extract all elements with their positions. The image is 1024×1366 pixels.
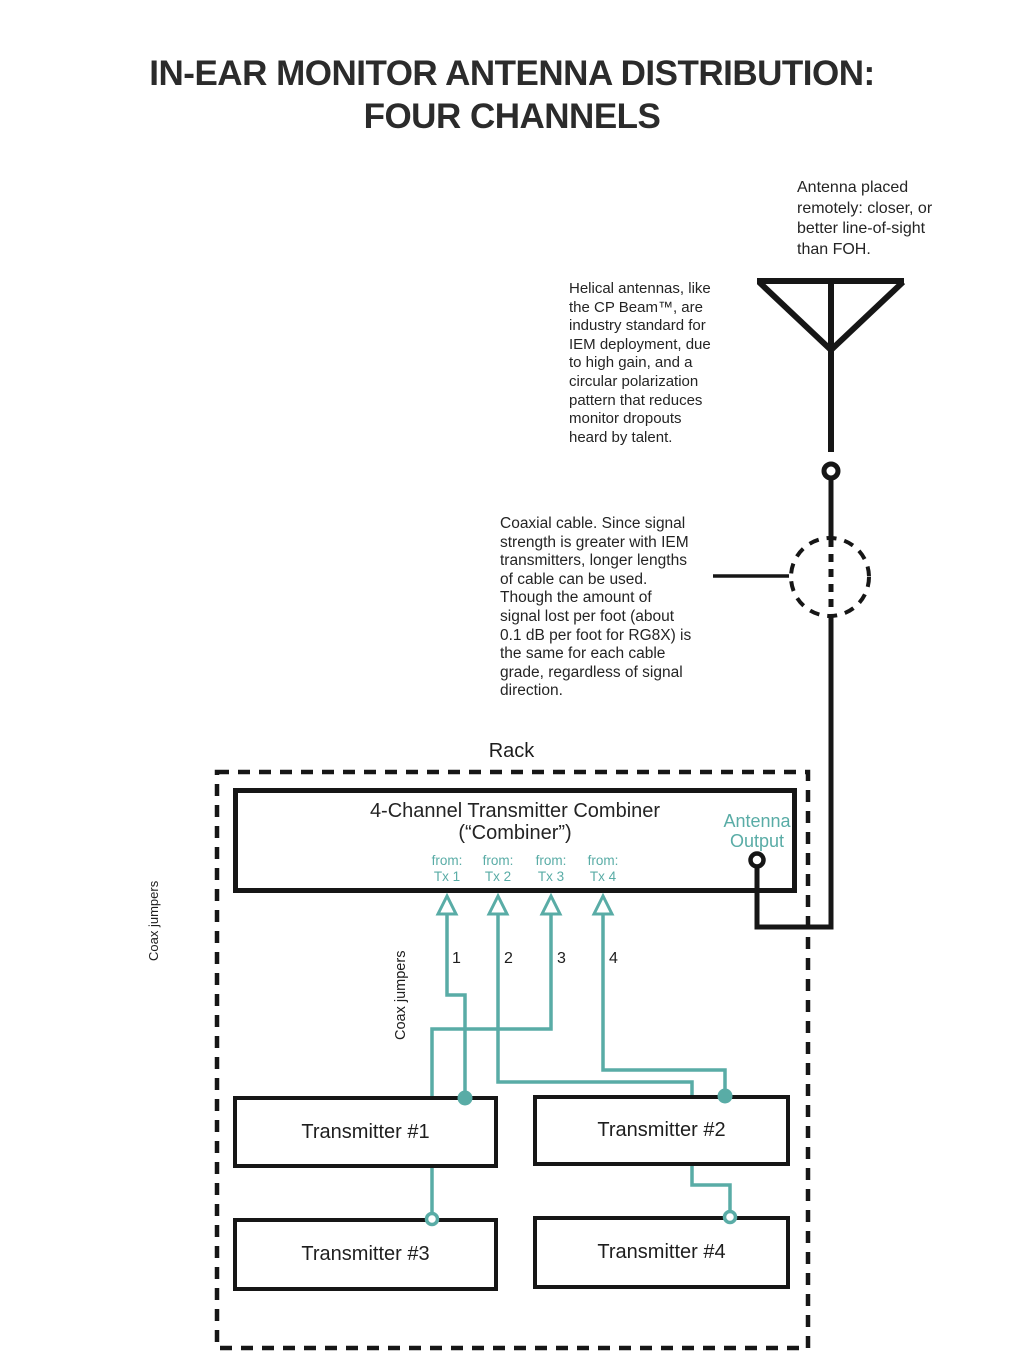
transmitter-1-box: Transmitter #1 xyxy=(233,1096,498,1168)
combiner-title-line1: 4-Channel Transmitter Combiner xyxy=(369,800,661,822)
antenna-right-diagonal xyxy=(828,279,906,353)
input-4-tx: Tx 4 xyxy=(589,868,617,884)
combiner-title-line2: (“Combiner”) xyxy=(458,822,572,844)
combiner-input-label-tx4: from:Tx 4 xyxy=(575,853,631,884)
coax-cable-note: Coaxial cable. Since signal strength is … xyxy=(500,515,692,700)
combiner-input-label-tx2: from:Tx 2 xyxy=(470,853,526,884)
rack-label: Rack xyxy=(488,740,535,762)
coax-callout-circle xyxy=(789,536,871,618)
antenna-output-label: Antenna Output xyxy=(723,811,791,851)
coax-jumpers-label-inner: Coax jumpers xyxy=(393,950,409,1040)
jumper-line-1 xyxy=(445,913,467,1096)
transmitter-1-label: Transmitter #1 xyxy=(301,1120,430,1143)
page-title: IN-EAR MONITOR ANTENNA DISTRIBUTION: FOU… xyxy=(60,52,964,138)
helical-antenna-note: Helical antennas, like the CP Beam™, are… xyxy=(569,280,711,446)
jumper-line-4 xyxy=(601,913,727,1095)
arrowhead-icon-3 xyxy=(539,892,563,916)
jumper-number-1: 1 xyxy=(452,950,461,967)
jumper-number-3: 3 xyxy=(557,950,566,967)
cable-connector-icon xyxy=(821,461,841,481)
input-2-tx: Tx 2 xyxy=(484,868,512,884)
page-title-line1: IN-EAR MONITOR ANTENNA DISTRIBUTION: xyxy=(149,54,875,93)
input-1-from: from: xyxy=(431,853,463,868)
antenna-icon xyxy=(756,278,906,452)
jumper-line-2-upper xyxy=(496,913,694,1095)
combiner-input-label-tx1: from:Tx 1 xyxy=(419,853,475,884)
jumper-number-4: 4 xyxy=(609,950,618,967)
jumper-line-2-lower xyxy=(690,1166,732,1212)
coax-jumpers-label-left: Coax jumpers xyxy=(146,880,161,961)
antenna-left-diagonal xyxy=(756,279,834,353)
input-2-from: from: xyxy=(482,853,514,868)
arrowhead-icon-1 xyxy=(435,892,459,916)
transmitter-4-box: Transmitter #4 xyxy=(533,1216,790,1289)
input-3-from: from: xyxy=(535,853,567,868)
jumper-line-3-upper xyxy=(430,913,553,1096)
transmitter-4-label: Transmitter #4 xyxy=(597,1241,726,1263)
input-1-tx: Tx 1 xyxy=(433,868,461,884)
arrowhead-icon-2 xyxy=(486,892,510,916)
antenna-placement-note: Antenna placed remotely: closer, or bett… xyxy=(797,179,933,258)
transmitter-2-box: Transmitter #2 xyxy=(533,1095,790,1166)
jumper-number-2: 2 xyxy=(504,950,513,967)
transmitter-2-label: Transmitter #2 xyxy=(597,1119,726,1141)
input-4-from: from: xyxy=(587,853,619,868)
input-3-tx: Tx 3 xyxy=(537,868,565,884)
transmitter-3-box: Transmitter #3 xyxy=(233,1218,498,1291)
transmitter-3-label: Transmitter #3 xyxy=(301,1243,430,1265)
page-title-line2: FOUR CHANNELS xyxy=(363,97,661,136)
combiner-input-label-tx3: from:Tx 3 xyxy=(523,853,579,884)
arrowhead-icon-4 xyxy=(591,892,615,916)
